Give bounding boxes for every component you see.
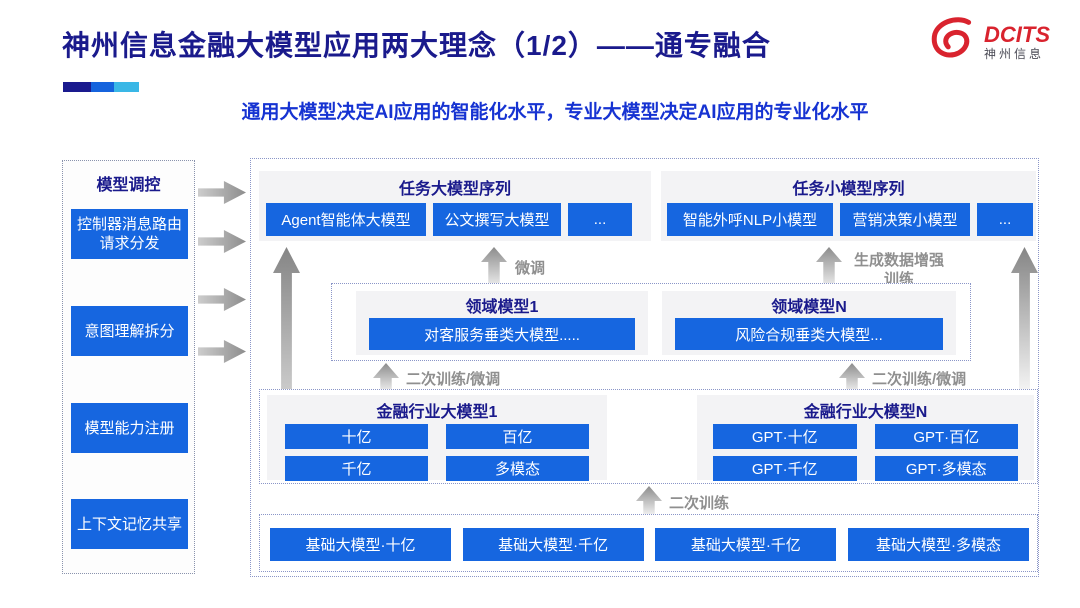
slide-subtitle: 通用大模型决定AI应用的智能化水平，专业大模型决定AI应用的专业化水平 (241, 102, 869, 123)
sidebar-item-intent-split: 意图理解拆分 (71, 306, 188, 356)
up-arrow-icon (839, 363, 865, 391)
chip-hundred-billion: 千亿 (285, 456, 428, 481)
task-large-model-title: 任务大模型序列 (398, 181, 511, 198)
task-small-model-group: 任务小模型序列 智能外呼NLP小模型 营销决策小模型 ... (661, 171, 1036, 241)
domain-model-container: 领域模型1 对客服务垂类大模型..... 领域模型N 风险合规垂类大模型... (331, 283, 971, 361)
sidebar-title: 模型调控 (96, 177, 161, 194)
model-control-panel: 模型调控 控制器消息路由请求分发 意图理解拆分 模型能力注册 上下文记忆共享 (62, 160, 195, 574)
chip-more-large-models: ... (568, 203, 632, 236)
chip-more-small-models: ... (977, 203, 1033, 236)
right-arrow-icon (198, 340, 246, 363)
task-small-model-title: 任务小模型序列 (792, 181, 905, 198)
accent-bar-segment-navy (63, 82, 91, 92)
model-architecture-diagram: 任务大模型序列 Agent智能体大模型 公文撰写大模型 ... 任务小模型序列 … (250, 158, 1039, 577)
right-arrow-icon (198, 288, 246, 311)
task-large-model-group: 任务大模型序列 Agent智能体大模型 公文撰写大模型 ... (259, 171, 651, 241)
chip-ten-billion: 百亿 (446, 424, 589, 449)
accent-bar-segment-blue (91, 82, 114, 92)
sidebar-item-capability-register: 模型能力注册 (71, 403, 188, 453)
chip-base-model-billion: 基础大模型·十亿 (270, 527, 451, 561)
sidebar-item-controller-routing: 控制器消息路由请求分发 (71, 209, 188, 259)
page-title: 神州信息金融大模型应用两大理念（1/2）——通专融合 (62, 30, 771, 61)
retrain-finetune-label-left: 二次训练/微调 (406, 371, 501, 388)
chip-risk-compliance-vertical-model: 风险合规垂类大模型... (675, 318, 943, 350)
chip-customer-service-vertical-model: 对客服务垂类大模型..... (369, 318, 635, 350)
base-model-container: 基础大模型·十亿 基础大模型·千亿 基础大模型·千亿 基础大模型·多模态 (259, 514, 1038, 572)
chip-gpt-ten-billion: GPT·百亿 (874, 424, 1018, 449)
chip-doc-writing-large-model: 公文撰写大模型 (433, 203, 561, 236)
chip-billion: 十亿 (285, 424, 428, 449)
chip-gpt-hundred-billion: GPT·千亿 (713, 456, 857, 481)
chip-outbound-nlp-small-model: 智能外呼NLP小模型 (667, 203, 833, 236)
chip-base-model-hundred-billion-a: 基础大模型·千亿 (462, 527, 644, 561)
fine-tune-label: 微调 (515, 260, 546, 277)
chip-agent-large-model: Agent智能体大模型 (266, 203, 426, 236)
up-arrow-icon (373, 363, 399, 391)
industry-model-1-group: 金融行业大模型1 十亿 百亿 千亿 多模态 (267, 395, 607, 481)
logo-company-text: 神州信息 (984, 46, 1045, 61)
accent-bar-segment-cyan (114, 82, 139, 92)
domain-model-1-group: 领域模型1 对客服务垂类大模型..... (356, 291, 648, 355)
chip-multimodal: 多模态 (446, 456, 589, 481)
industry-model-n-group: 金融行业大模型N GPT·十亿 GPT·百亿 GPT·千亿 GPT·多模态 (697, 395, 1034, 481)
domain-model-1-title: 领域模型1 (465, 299, 539, 316)
right-arrow-icon (198, 230, 246, 253)
sidebar-item-context-memory: 上下文记忆共享 (71, 499, 188, 549)
up-arrow-icon (481, 247, 507, 287)
industry-model-container: 金融行业大模型1 十亿 百亿 千亿 多模态 金融行业大模型N GPT·十亿 GP… (259, 389, 1038, 484)
domain-model-n-title: 领域模型N (771, 299, 847, 316)
industry-model-n-title: 金融行业大模型N (803, 404, 928, 421)
industry-model-1-title: 金融行业大模型1 (376, 404, 498, 421)
chip-gpt-multimodal: GPT·多模态 (874, 456, 1018, 481)
title-accent-bar (63, 82, 139, 92)
up-arrow-icon (816, 247, 842, 287)
logo-swirl-icon (928, 16, 978, 67)
chip-base-model-hundred-billion-b: 基础大模型·千亿 (655, 527, 837, 561)
up-arrow-icon (636, 486, 662, 514)
domain-model-n-group: 领域模型N 风险合规垂类大模型... (662, 291, 956, 355)
retrain-finetune-label-right: 二次训练/微调 (872, 371, 967, 388)
chip-gpt-billion: GPT·十亿 (713, 424, 857, 449)
right-arrow-icon (198, 181, 246, 204)
retrain-label: 二次训练 (669, 495, 730, 512)
logo-brand-text: DCITS (984, 21, 1050, 47)
up-arrow-icon (1011, 247, 1038, 391)
chip-base-model-multimodal: 基础大模型·多模态 (847, 527, 1029, 561)
chip-marketing-decision-small-model: 营销决策小模型 (840, 203, 970, 236)
company-logo: DCITS 神州信息 (928, 16, 1050, 67)
